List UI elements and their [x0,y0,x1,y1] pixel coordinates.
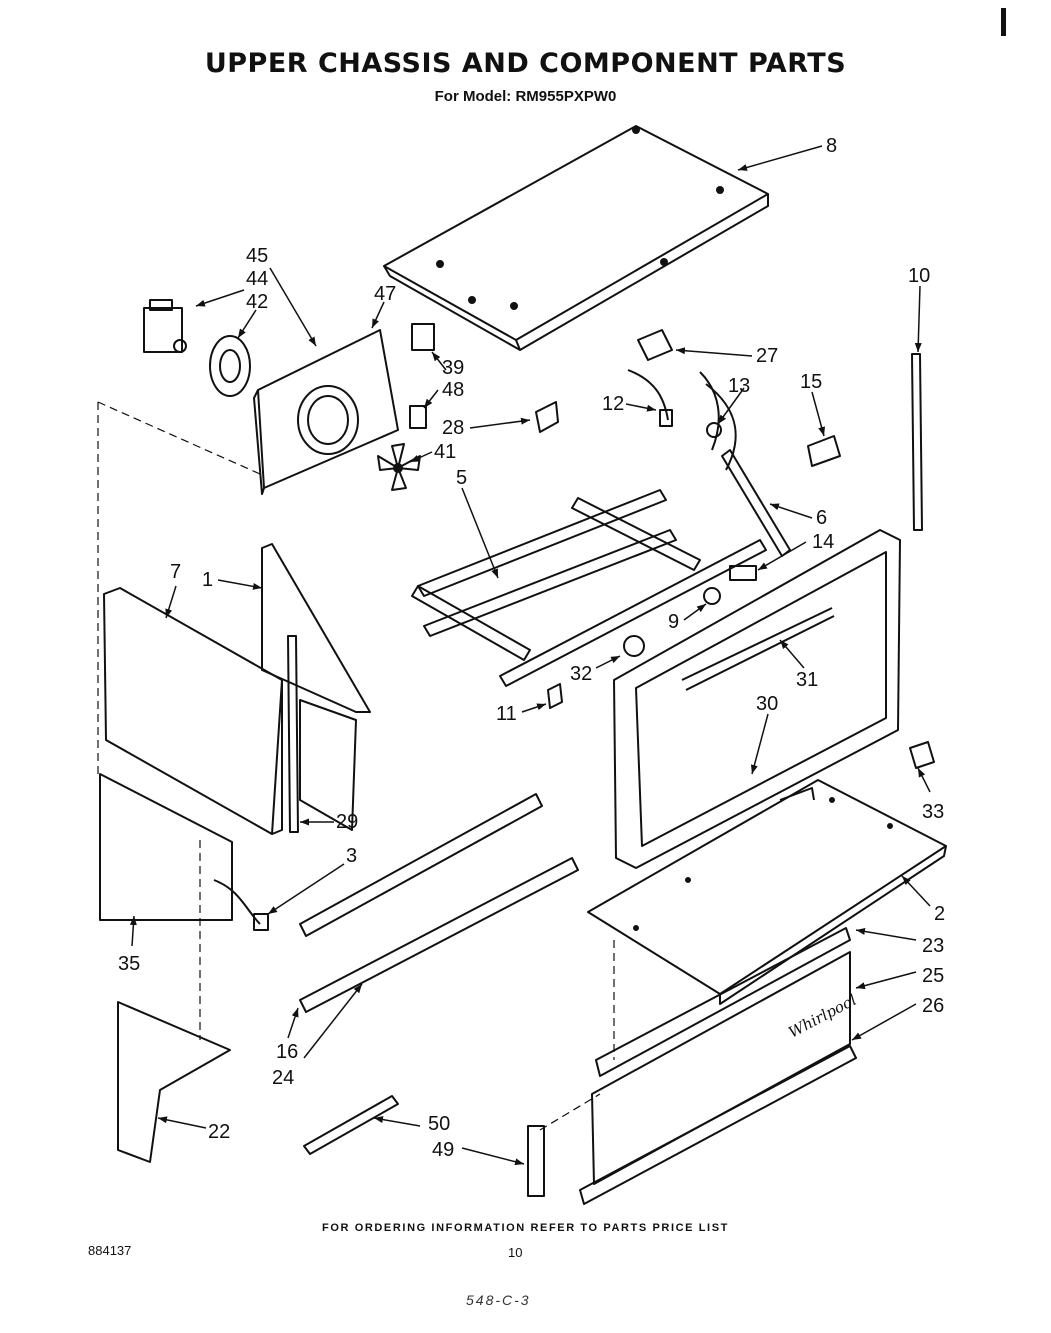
post-49-part [527,1125,545,1197]
lamp-wiring-part [627,369,737,471]
callout-13: 13 [728,375,750,397]
callout-10: 10 [908,265,930,287]
lower-panel-35-part [99,773,233,921]
callout-5: 5 [456,467,467,489]
clip-11-part [547,683,563,709]
bottom-plate-part [587,779,947,1005]
callout-25: 25 [922,965,944,987]
handwritten-note: 548-C-3 [466,1292,531,1308]
callout-24: 24 [272,1067,294,1089]
trim-23-part [595,927,851,1077]
trim-26-part [579,1045,857,1205]
side-panel-7-part [103,587,283,835]
callout-49: 49 [432,1139,454,1161]
callout-1: 1 [202,569,213,591]
callout-48: 48 [442,379,464,401]
side-trim-22-part [117,1001,231,1163]
knob-9-part [703,587,721,605]
knob-33-part [909,741,935,769]
callout-11: 11 [496,703,517,725]
callout-9: 9 [668,611,679,633]
top-cover-part [383,125,769,351]
corner-mark [1001,8,1006,36]
callout-42: 42 [246,291,268,313]
plate-15-part [807,435,841,467]
switch-14-part [729,565,757,581]
fan-blade-part [377,443,421,491]
callout-7: 7 [170,561,181,583]
knob-32-part [623,635,645,657]
frame-rails-part [411,489,767,687]
callout-3: 3 [346,845,357,867]
callout-39: 39 [442,357,464,379]
callout-12: 12 [602,393,624,415]
callout-22: 22 [208,1121,230,1143]
timer-assembly-part [143,299,251,397]
callout-14: 14 [812,531,834,553]
callout-6: 6 [816,507,827,529]
page-title: UPPER CHASSIS AND COMPONENT PARTS [204,48,847,79]
panel-25-part [591,951,851,1185]
callout-47: 47 [374,283,396,305]
ordering-info-footer: FOR ORDERING INFORMATION REFER TO PARTS … [322,1222,729,1234]
callout-26: 26 [922,995,944,1017]
strip-50-part [303,1095,399,1155]
strip-29-part [287,635,299,833]
blower-housing-part [253,323,435,495]
document-number: 884137 [88,1243,132,1258]
callout-15: 15 [800,371,822,393]
callout-41: 41 [434,441,456,463]
bracket-27-part [637,329,673,361]
callout-50: 50 [428,1113,450,1135]
wire-3-part [213,879,261,925]
callout-31: 31 [796,669,818,691]
rail-16-part [299,793,543,937]
door-frame-part [613,529,901,869]
callout-2: 2 [934,903,945,925]
page-subtitle: For Model: RM955PXPW0 [434,88,617,105]
callout-27: 27 [756,345,778,367]
callout-30: 30 [756,693,778,715]
callout-45: 45 [246,245,268,267]
callout-33: 33 [922,801,944,823]
callout-44: 44 [246,268,268,290]
callout-35: 35 [118,953,140,975]
page-number: 10 [508,1245,523,1260]
callout-16: 16 [276,1041,298,1063]
callout-8: 8 [826,135,837,157]
rail-24-part [299,857,579,1013]
callout-28: 28 [442,417,464,439]
side-frame-1-part [261,543,371,831]
gasket-strip-10-part [911,353,923,531]
callout-32: 32 [570,663,592,685]
callout-23: 23 [922,935,944,957]
rod-6-part [721,449,791,557]
bracket-28-part [535,401,559,433]
callout-29: 29 [336,811,358,833]
